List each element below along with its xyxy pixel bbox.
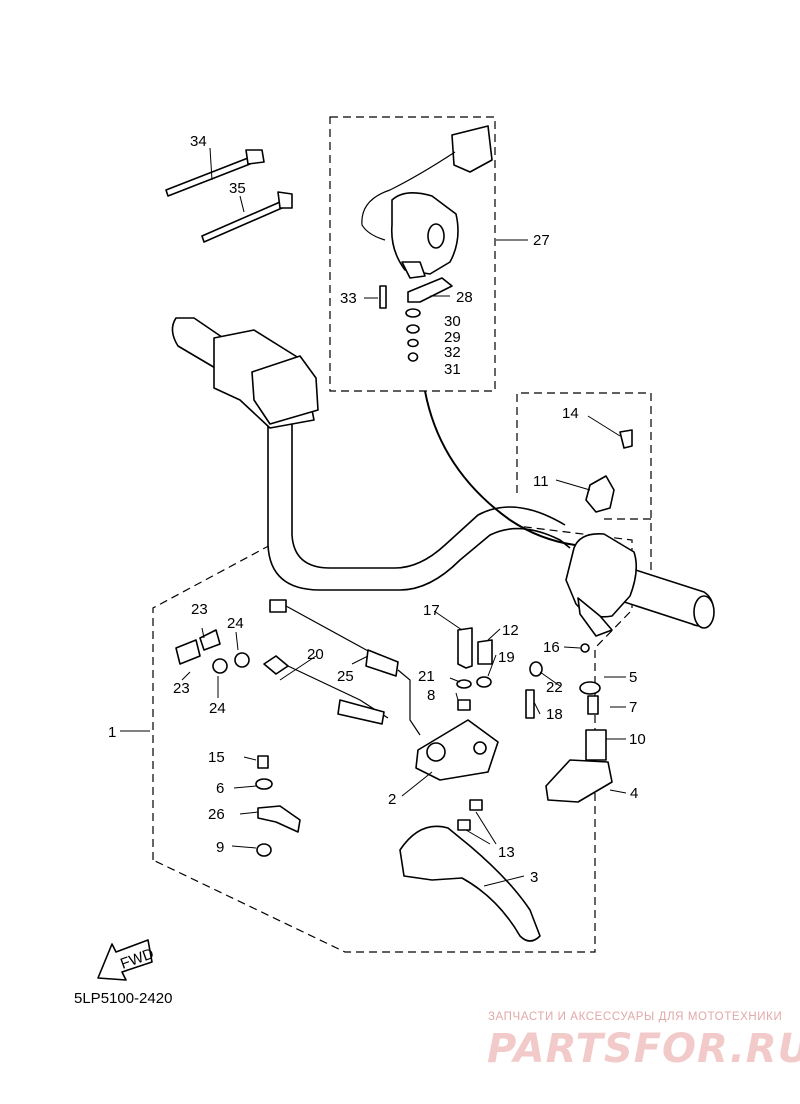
diagram-code: 5LP5100-2420 [74,990,173,1007]
callout-17: 17 [423,602,440,619]
callout-22: 22 [546,679,563,696]
callout-24-bottom: 24 [209,700,226,717]
callout-2: 2 [388,791,396,808]
callout-9: 9 [216,839,224,856]
callout-labels: 34 35 27 33 28 30 29 32 31 14 11 1 23 24… [108,133,646,886]
small-parts-left [255,755,301,857]
cables [175,599,421,736]
leader-lines [120,147,627,887]
callout-27: 27 [533,232,550,249]
callout-21: 21 [418,668,435,685]
callout-32: 32 [444,344,461,361]
callout-33: 33 [340,290,357,307]
dashed-boxes [152,116,652,953]
callout-23-bottom: 23 [173,680,190,697]
watermark-subtitle: ЗАПЧАСТИ И АКСЕССУАРЫ ДЛЯ МОТОТЕХНИКИ [488,1011,783,1023]
callout-6: 6 [216,780,224,797]
callout-11: 11 [533,473,549,490]
callout-5: 5 [629,669,637,686]
lever-assembly [399,627,613,942]
callout-10: 10 [629,731,646,748]
callout-4: 4 [630,785,638,802]
callout-18: 18 [546,706,563,723]
callout-34: 34 [190,133,207,150]
callout-30: 30 [444,313,461,330]
callout-25: 25 [337,668,354,685]
cable-ties [165,149,293,243]
callout-1: 1 [108,724,116,741]
callout-31: 31 [444,361,461,378]
left-grip [171,317,319,429]
handlebar [267,420,571,591]
callout-16: 16 [543,639,560,656]
fwd-arrow: FWD [97,939,156,981]
callout-13: 13 [498,844,515,861]
callout-29: 29 [444,329,461,346]
right-switch [565,429,715,637]
switch-cable [424,390,576,546]
callout-7: 7 [629,699,637,716]
callout-8: 8 [427,687,435,704]
callout-19: 19 [498,649,515,666]
watermark-brand: PARTSFOR.RU [487,1026,800,1072]
upper-switch-assembly [361,125,493,362]
callout-3: 3 [530,869,538,886]
callout-28: 28 [456,289,473,306]
callout-24-top: 24 [227,615,244,632]
callout-26: 26 [208,806,225,823]
callout-23-top: 23 [191,601,208,618]
callout-35: 35 [229,180,246,197]
callout-12: 12 [502,622,519,639]
callout-20: 20 [307,646,324,663]
callout-15: 15 [208,749,225,766]
callout-14: 14 [562,405,579,422]
